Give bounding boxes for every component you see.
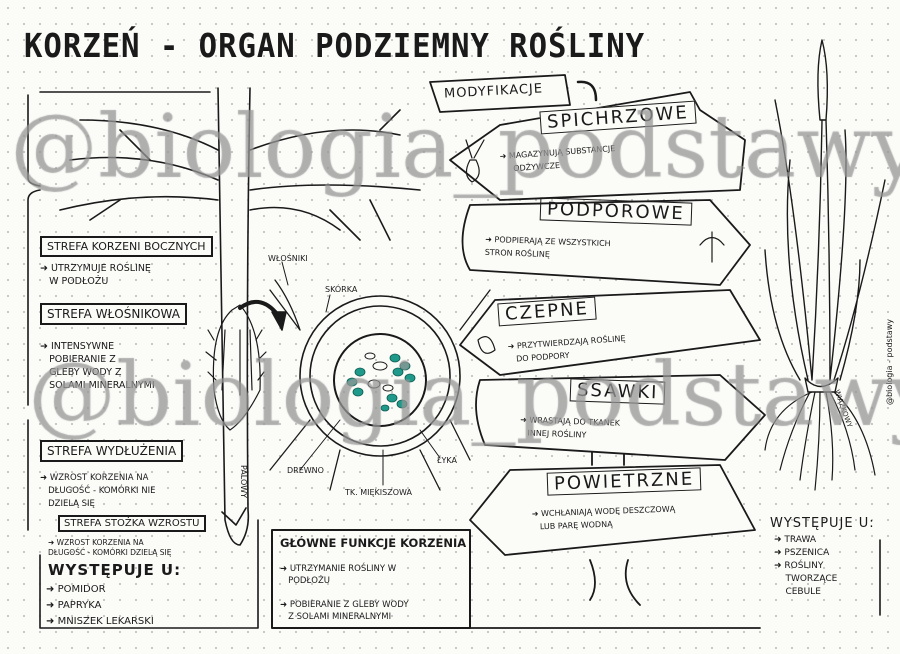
text-line: PODPIERAJĄ ZE WSZYSTKICH (494, 235, 611, 249)
text-line: INNEJ ROŚLINY (527, 428, 587, 440)
zone-elongation-text: ➜ WZROST KORZENIA NA DŁUGOŚĆ - KOMÓRKI N… (40, 473, 156, 509)
functions-list: ➜ UTRZYMANIE ROŚLINY W PODŁOŻU➜ POBIERAN… (280, 564, 409, 622)
list-item: PODŁOŻU (288, 576, 330, 586)
zone-lateral-roots-text: ➜ UTRZYMUJE ROŚLINĘ W PODŁOŻU (40, 263, 151, 287)
list-item: TRAWA (784, 535, 817, 545)
label-parenchyma: TK. MIĘKISZOWA (345, 488, 412, 497)
fibrous-occurs-list: ➜ TRAWA➜ PSZENICA➜ ROŚLINY TWORZĄCE CEBU… (774, 535, 838, 597)
text-line: W PODŁOŻU (49, 276, 109, 287)
text-line: SOLAMI MINERALNYMI (49, 380, 155, 391)
text-line: WRASTAJĄ DO TKANEK (529, 415, 621, 428)
text-line: DŁUGOŚĆ - KOMÓRKI NIE (48, 486, 156, 496)
page-title: KORZEŃ - ORGAN PODZIEMNY ROŚLINY (24, 26, 646, 65)
list-item: CEBULE (785, 587, 821, 597)
root-hairs (205, 304, 267, 431)
taproot-occurs-title: WYSTĘPUJE U: (48, 561, 182, 579)
list-item: ROŚLINY (784, 561, 824, 571)
text-line: WCHŁANIAJĄ WODĘ DESZCZOWĄ (540, 504, 676, 519)
zone-lateral-roots-label: STREFA KORZENI BOCZNYCH (40, 236, 213, 257)
modification-name: SSAWKI (569, 378, 666, 405)
label-epidermis: SKÓRKA (325, 285, 358, 294)
text-line: DO PODPORY (515, 350, 570, 364)
text-line: ODŻYWCZE (512, 160, 561, 174)
fibrous-occurs-title: WYSTĘPUJE U: (770, 516, 875, 531)
list-item: POBIERANIE Z GLEBY WODY (289, 600, 409, 610)
label-xylem: DREWNO (287, 466, 324, 475)
text-line: STRON ROŚLINĘ (484, 247, 551, 260)
grass-plant (764, 39, 886, 491)
list-item: MNISZEK LEKARSKI (57, 616, 154, 627)
text-line: UTRZYMUJE ROŚLINĘ (50, 263, 151, 274)
epidermis-ring (299, 295, 461, 457)
zone-elongation-label: STREFA WYDŁUŻENIA (40, 440, 184, 462)
text-line: DZIELĄ SIĘ (48, 499, 95, 509)
list-item: Z SOLAMI MINERALNYMI (288, 612, 392, 622)
text-line: LUB PARĘ WODNĄ (539, 519, 613, 532)
label-root-hairs: WŁOŚNIKI (268, 254, 308, 263)
modification-text: ➜ WRASTAJĄ DO TKANEK INNEJ ROŚLINY (520, 415, 621, 440)
list-item: TWORZĄCE (785, 574, 838, 584)
text-line: GLEBY WODY Z (49, 367, 122, 378)
list-item: PAPRYKA (57, 600, 102, 611)
text-line: WZROST KORZENIA NA (56, 538, 144, 547)
text-line: DŁUGOŚĆ - KOMÓRKI DZIELĄ SIĘ (48, 548, 172, 557)
modification-text: ➜ WCHŁANIAJĄ WODĘ DESZCZOWĄ LUB PARĘ WOD… (531, 504, 676, 532)
zone-root-hair-label: STREFA WŁOŚNIKOWA (40, 303, 187, 325)
xylem-cells (346, 353, 416, 412)
label-phloem: ŁYKA (437, 456, 457, 465)
functions-title: GŁÓWNE FUNKCJE KORZENIA (280, 536, 467, 550)
zone-growth-cone-label: STREFA STOŻKA WZROSTU (58, 515, 206, 532)
list-item: POMIDOR (57, 584, 106, 595)
text-line: WZROST KORZENIA NA (49, 473, 149, 483)
list-item: UTRZYMANIE ROŚLINY W (289, 564, 397, 574)
taproot-label: PALOWY (239, 465, 248, 499)
text-line: POBIERANIE Z (49, 354, 116, 365)
zone-root-hair-text: ➜ INTENSYWNE POBIERANIE Z GLEBY WODY Z S… (40, 341, 155, 391)
text-line: INTENSYWNE (50, 341, 115, 352)
signature: @biologia - podstawy (885, 318, 894, 405)
taproot-occurs-list: ➜ POMIDOR➜ PAPRYKA➜ MNISZEK LEKARSKI (46, 584, 154, 627)
list-item: PSZENICA (784, 548, 830, 558)
